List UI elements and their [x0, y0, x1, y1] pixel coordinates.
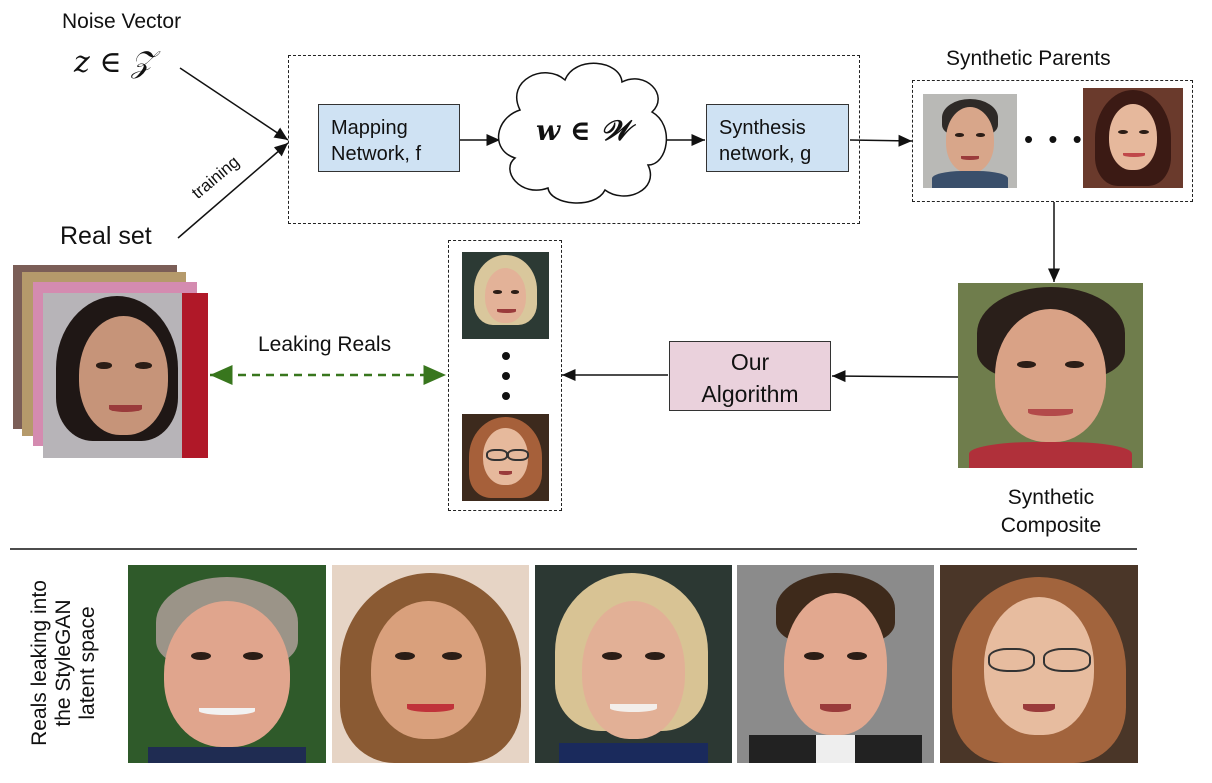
w-space-math: w ∈ 𝒲	[536, 114, 630, 147]
arrow-noise-to-generator	[179, 67, 289, 141]
real-set-label: Real set	[60, 222, 152, 250]
noise-vector-math: z ∈ 𝒵	[74, 45, 154, 80]
side-line1: Reals leaking into	[28, 580, 51, 746]
synthesis-network-box: Synthesis network, g	[706, 104, 849, 172]
parents-ellipsis: • • •	[1024, 124, 1086, 154]
parent-face-woman	[1083, 88, 1183, 188]
arrow-composite-to-algorithm	[831, 370, 959, 383]
bottom-face-5	[940, 565, 1138, 763]
synthetic-parents-label: Synthetic Parents	[946, 47, 1111, 70]
synthesis-line1: Synthesis	[719, 117, 806, 139]
algorithm-line2: Algorithm	[701, 381, 799, 407]
bottom-face-1	[128, 565, 326, 763]
leaking-reals-label: Leaking Reals	[258, 333, 392, 356]
composite-label: Synthetic Composite	[990, 484, 1112, 540]
synthetic-parents-frame	[912, 80, 1193, 202]
mapping-line2: Network, f	[331, 143, 422, 165]
algorithm-line1: Our	[730, 349, 770, 375]
bottom-face-4	[737, 565, 934, 763]
leak-dots	[500, 350, 512, 402]
side-line3: latent space	[76, 606, 99, 720]
synthetic-composite-face	[958, 283, 1143, 468]
mapping-line1: Mapping	[331, 117, 408, 139]
leak-face-bottom	[462, 414, 549, 501]
synthesis-line2: network, g	[719, 143, 812, 165]
leaking-reals-frame	[448, 240, 562, 511]
parent-face-man	[923, 94, 1017, 188]
composite-line2: Composite	[1000, 514, 1102, 537]
arrow-synthesis-to-parents	[849, 134, 913, 147]
arrow-realset-to-generator	[177, 142, 289, 239]
composite-line1: Synthetic	[1007, 486, 1095, 509]
bottom-face-2	[332, 565, 529, 763]
bottom-face-3	[535, 565, 732, 763]
real-set-front-face	[43, 293, 208, 458]
mapping-network-box: Mapping Network, f	[318, 104, 460, 172]
generator-frame	[288, 55, 860, 224]
cloud-shape	[498, 62, 668, 204]
our-algorithm-box: Our Algorithm	[669, 341, 831, 411]
noise-vector-label: Noise Vector	[62, 10, 182, 33]
side-line2: the StyleGAN	[52, 599, 75, 727]
leak-face-top	[462, 252, 549, 339]
bottom-side-label: Reals leaking into the StyleGAN latent s…	[28, 563, 100, 763]
